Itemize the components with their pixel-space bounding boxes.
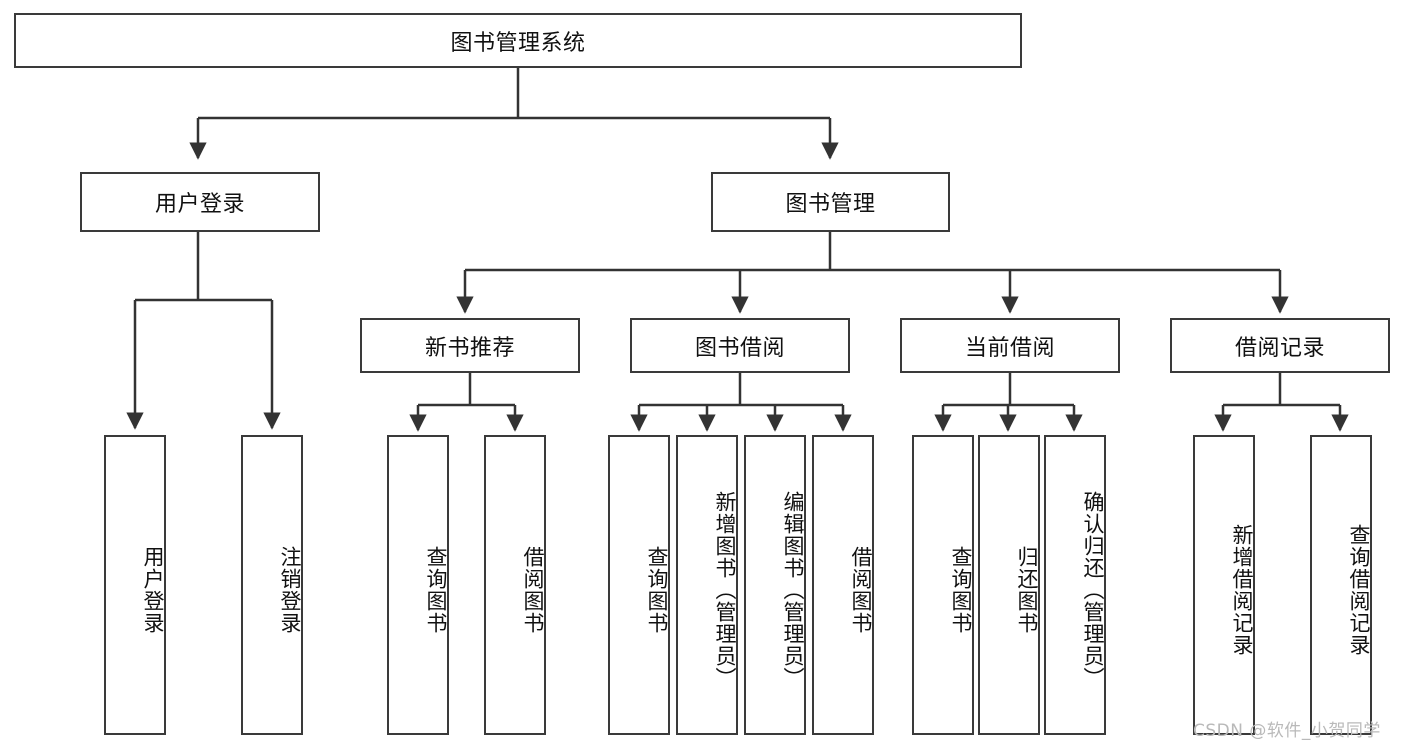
node-label: 图书管理 [785, 192, 876, 217]
leaf-current-borrow-confirm-admin[interactable]: 确认归还（管理员） [1044, 435, 1106, 735]
leaf-borrow-record-query[interactable]: 查询借阅记录 [1310, 435, 1372, 735]
leaf-new-book-borrow[interactable]: 借阅图书 [484, 435, 546, 735]
node-label: 新书推荐 [424, 335, 515, 361]
node-book-management[interactable]: 图书管理 [711, 172, 950, 232]
node-label: 图书借阅 [694, 335, 785, 361]
node-label: 新增借阅记录 [1230, 524, 1254, 656]
node-label: 用户登录 [154, 192, 245, 217]
node-label: 查询图书 [949, 546, 973, 634]
node-current-borrow[interactable]: 当前借阅 [900, 318, 1120, 373]
leaf-current-borrow-return[interactable]: 归还图书 [978, 435, 1040, 735]
node-label: 注销登录 [278, 546, 302, 634]
leaf-user-login-signout[interactable]: 注销登录 [241, 435, 303, 735]
node-label: 归还图书 [1015, 546, 1039, 634]
node-book-borrow[interactable]: 图书借阅 [630, 318, 850, 373]
node-new-book-recommend[interactable]: 新书推荐 [360, 318, 580, 373]
node-label: 新增图书（管理员） [713, 491, 737, 689]
node-user-login[interactable]: 用户登录 [80, 172, 320, 232]
leaf-current-borrow-query[interactable]: 查询图书 [912, 435, 974, 735]
node-label: 查询图书 [424, 546, 448, 634]
node-label: 图书管理系统 [450, 30, 586, 56]
node-label: 编辑图书（管理员） [781, 491, 805, 689]
node-label: 确认归还（管理员） [1081, 491, 1105, 689]
leaf-book-borrow-edit-admin[interactable]: 编辑图书（管理员） [744, 435, 806, 735]
node-label: 当前借阅 [964, 335, 1055, 361]
csdn-watermark: CSDN @软件_小贺同学 [1193, 721, 1381, 741]
node-label: 用户登录 [141, 546, 165, 634]
leaf-book-borrow-add-admin[interactable]: 新增图书（管理员） [676, 435, 738, 735]
node-label: 查询图书 [645, 546, 669, 634]
node-label: 借阅图书 [849, 546, 873, 634]
node-root-system[interactable]: 图书管理系统 [14, 13, 1022, 68]
leaf-book-borrow-borrow[interactable]: 借阅图书 [812, 435, 874, 735]
leaf-borrow-record-add[interactable]: 新增借阅记录 [1193, 435, 1255, 735]
leaf-new-book-query[interactable]: 查询图书 [387, 435, 449, 735]
leaf-book-borrow-query[interactable]: 查询图书 [608, 435, 670, 735]
leaf-user-login-signin[interactable]: 用户登录 [104, 435, 166, 735]
node-label: 借阅图书 [521, 546, 545, 634]
node-borrow-record[interactable]: 借阅记录 [1170, 318, 1390, 373]
node-label: 借阅记录 [1234, 335, 1325, 361]
node-label: 查询借阅记录 [1347, 524, 1371, 656]
